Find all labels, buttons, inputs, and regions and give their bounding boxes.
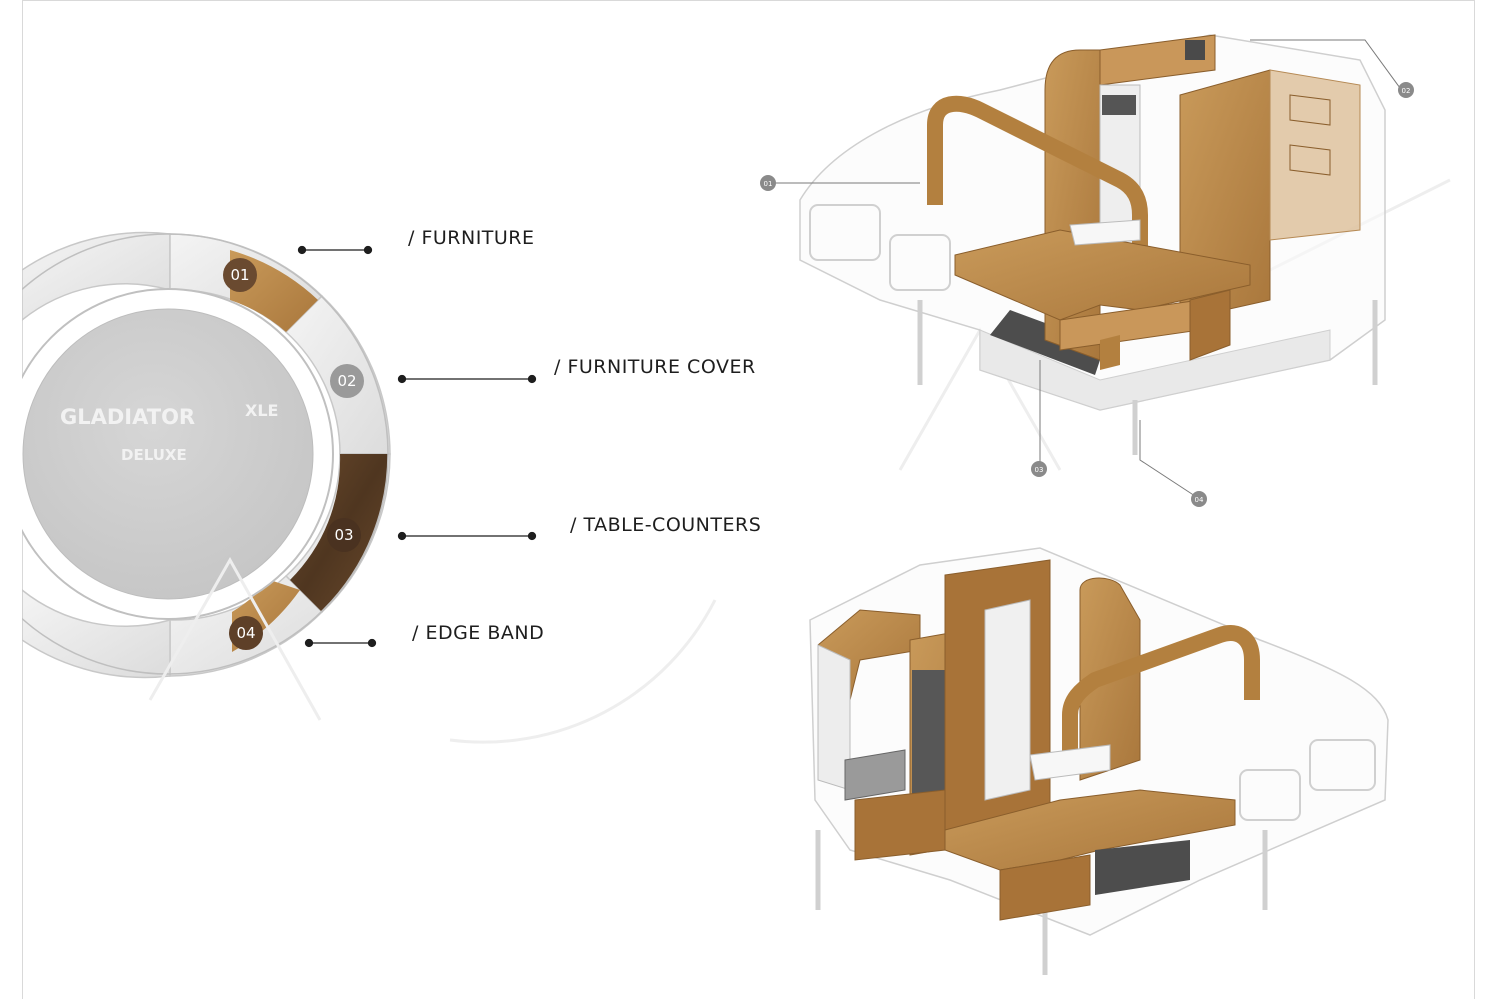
svg-text:02: 02: [1402, 87, 1411, 95]
badge-02: 02: [330, 364, 364, 398]
svg-text:04: 04: [236, 624, 255, 642]
badge-04: 04: [229, 616, 263, 650]
callout-01: [760, 175, 776, 191]
legend-leaders: [297, 245, 537, 648]
callouts-top: 01 02 03 04: [760, 39, 1414, 507]
svg-text:03: 03: [1035, 466, 1044, 474]
camper-cutaway-top: [799, 34, 1386, 455]
badge-03: 03: [327, 518, 361, 552]
svg-text:04: 04: [1195, 496, 1204, 504]
camper-cutaway-bottom: [809, 547, 1389, 975]
brand-superscript: XLE: [245, 401, 278, 420]
brand-disc: [22, 308, 314, 600]
material-ring: [22, 231, 391, 679]
brand-name: GLADIATOR: [60, 405, 195, 429]
svg-text:02: 02: [337, 372, 356, 390]
svg-text:03: 03: [334, 526, 353, 544]
badge-01: 01: [223, 258, 257, 292]
brand-edition: DELUXE: [121, 446, 187, 464]
legend-label-table-counters: / TABLE-COUNTERS: [570, 514, 762, 536]
legend-label-edge-band: / EDGE BAND: [412, 622, 545, 644]
callout-02: [1398, 82, 1414, 98]
legend-label-furniture-cover: / FURNITURE COVER: [554, 356, 756, 378]
callout-03: [1031, 461, 1047, 477]
legend-label-furniture: / FURNITURE: [408, 227, 535, 249]
svg-text:01: 01: [230, 266, 249, 284]
callout-04: [1191, 491, 1207, 507]
svg-text:01: 01: [764, 180, 773, 188]
